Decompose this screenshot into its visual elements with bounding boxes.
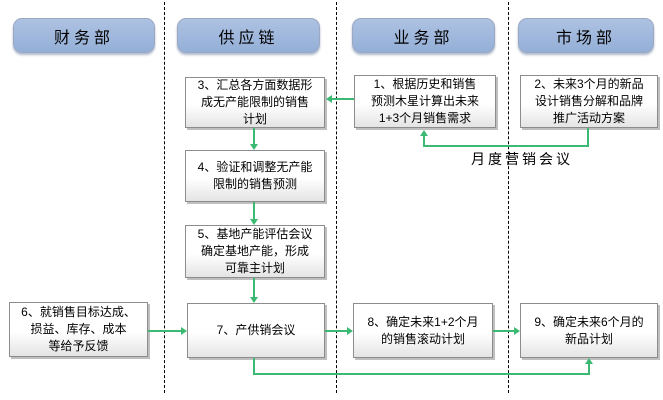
process-box-3-text: 3、汇总各方面数据形 成无产能限制的销售 计划 [197, 78, 313, 126]
arrow-down-icon [250, 297, 258, 303]
lane-header-label: 财务部 [53, 29, 114, 47]
arrow-down-icon [250, 219, 258, 225]
process-box-2-text: 2、未来3个月的新品 设计销售分解和品牌 推广活动方案 [534, 77, 644, 125]
process-box-7: 7、产供销会议 [187, 303, 325, 358]
lane-separator-1 [164, 2, 165, 393]
monthly-marketing-meeting-label: 月度营销会议 [471, 151, 573, 167]
arrow-up-icon [585, 358, 593, 364]
process-box-4: 4、验证和调整无产能 限制的销售预测 [185, 150, 325, 202]
process-box-6: 6、就销售目标达成、 损益、库存、成本 等给予反馈 [9, 302, 148, 357]
process-box-8-text: 8、确定未来1+2个月 的销售滚动计划 [367, 314, 479, 346]
arrow-box1-to-box3-line [332, 98, 354, 100]
process-box-9-text: 9、确定未来6个月的 新品计划 [534, 314, 644, 346]
arrow-box3-to-box4-line [253, 128, 255, 145]
lane-header-business: 业务部 [352, 18, 495, 53]
process-box-3: 3、汇总各方面数据形 成无产能限制的销售 计划 [185, 77, 325, 128]
process-box-9: 9、确定未来6个月的 新品计划 [520, 303, 658, 358]
lane-separator-3 [508, 2, 509, 393]
arrow-box7-to-box8-line [325, 330, 347, 332]
arrow-left-icon [326, 95, 332, 103]
arrow-box4-to-box5-line [253, 202, 255, 219]
process-box-5: 5、基地产能评估会议 确定基地产能，形成 可靠主计划 [185, 225, 325, 278]
lane-header-supply-chain: 供应链 [177, 18, 320, 53]
arrow-up-icon [420, 130, 428, 136]
process-box-5-text: 5、基地产能评估会议 确定基地产能，形成 可靠主计划 [197, 227, 313, 275]
lane-header-label: 业务部 [393, 29, 454, 47]
process-box-8: 8、确定未来1+2个月 的销售滚动计划 [353, 303, 493, 358]
lane-header-label: 供应链 [218, 29, 279, 47]
arrow-right-icon [347, 327, 353, 335]
lane-separator-2 [336, 2, 337, 393]
arrow-box7-to-box9-segment [253, 358, 255, 375]
arrow-right-icon [181, 327, 187, 335]
arrow-box6-to-box7-line [148, 330, 181, 332]
arrow-right-icon [514, 327, 520, 335]
process-box-1: 1、根据历史和销售 预测木星计算出未来 1+3个月销售需求 [354, 75, 496, 128]
arrow-box8-to-box9-line [493, 330, 514, 332]
lane-header-finance: 财务部 [13, 18, 155, 53]
process-box-7-text: 7、产供销会议 [216, 323, 296, 337]
arrow-box2-to-box1-segment [423, 145, 589, 147]
lane-header-marketing: 市场部 [518, 18, 654, 53]
process-box-2: 2、未来3个月的新品 设计销售分解和品牌 推广活动方案 [520, 75, 658, 128]
arrow-box2-to-box1-segment [587, 128, 589, 147]
process-box-1-text: 1、根据历史和销售 预测木星计算出未来 1+3个月销售需求 [370, 77, 479, 125]
arrow-down-icon [250, 144, 258, 150]
process-box-6-text: 6、就销售目标达成、 损益、库存、成本 等给予反馈 [21, 305, 136, 353]
arrow-box7-to-box9-segment [588, 364, 590, 375]
arrow-box2-to-box1-segment [423, 136, 425, 147]
arrow-box7-to-box9-segment [253, 373, 590, 375]
process-box-4-text: 4、验证和调整无产能 限制的销售预测 [197, 160, 313, 191]
lane-header-label: 市场部 [555, 29, 616, 47]
arrow-box5-to-box7-line [253, 278, 255, 297]
